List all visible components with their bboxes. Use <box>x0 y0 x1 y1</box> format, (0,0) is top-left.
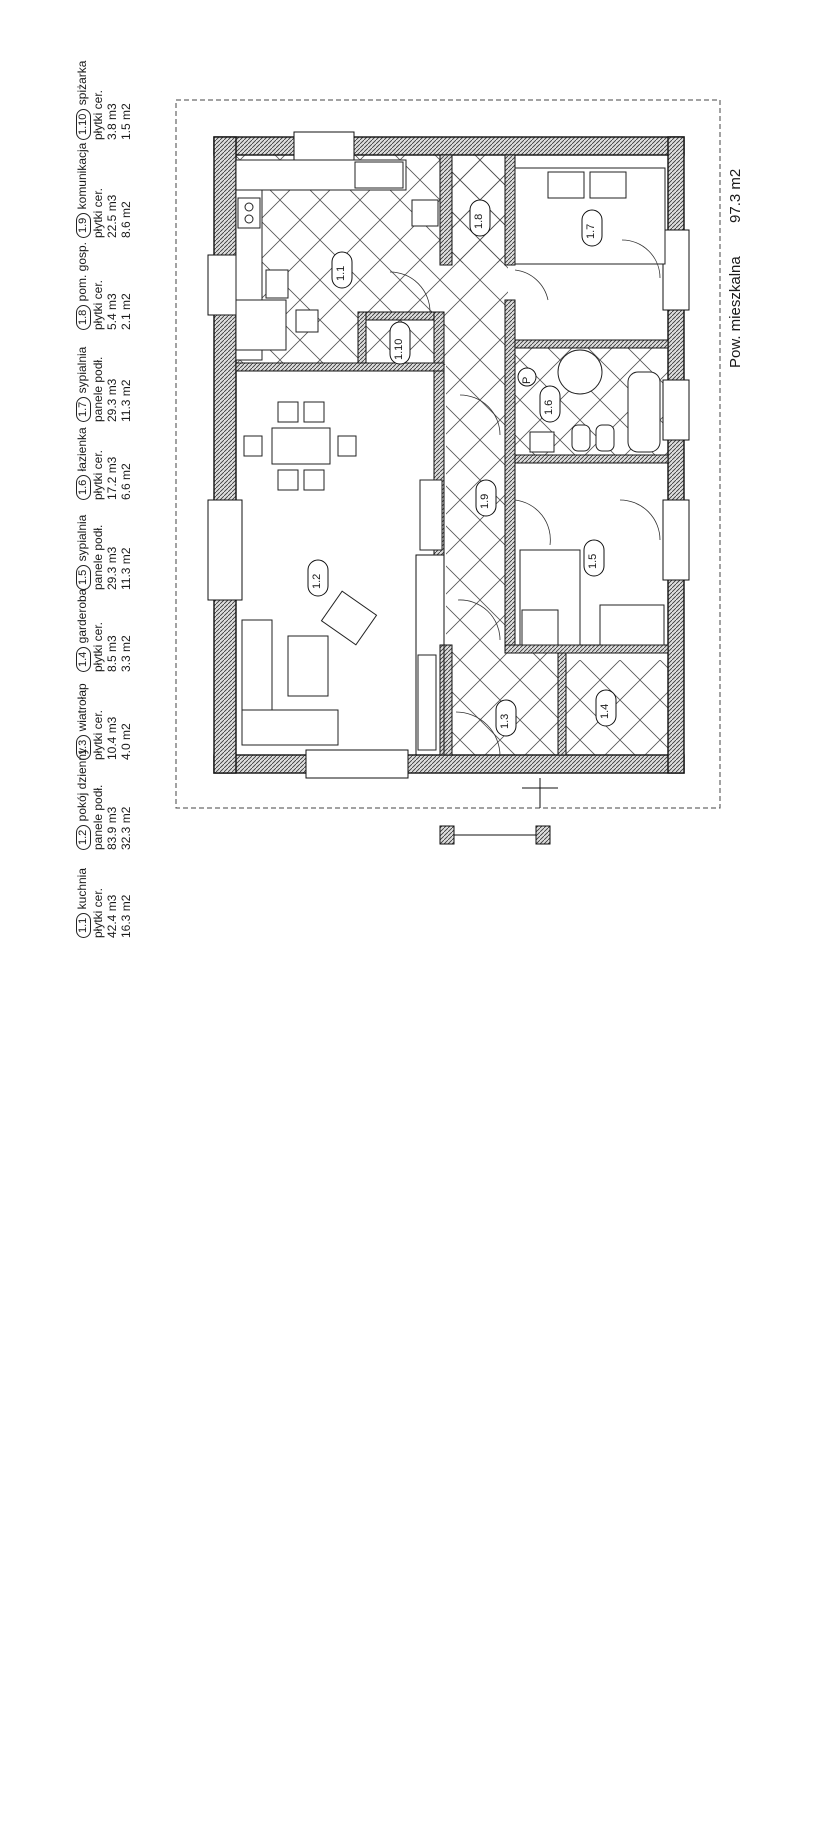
site-boundary <box>175 99 721 809</box>
living-furniture <box>241 401 437 751</box>
total-area-value: 97.3 m2 <box>727 168 744 223</box>
room-label-outlines <box>307 199 617 737</box>
entrance-steps <box>439 778 558 845</box>
kitchen-furniture <box>235 159 439 361</box>
total-area-label: Pow. mieszkalna <box>727 256 744 368</box>
door-swings <box>389 239 661 757</box>
floor-plan <box>175 99 721 845</box>
